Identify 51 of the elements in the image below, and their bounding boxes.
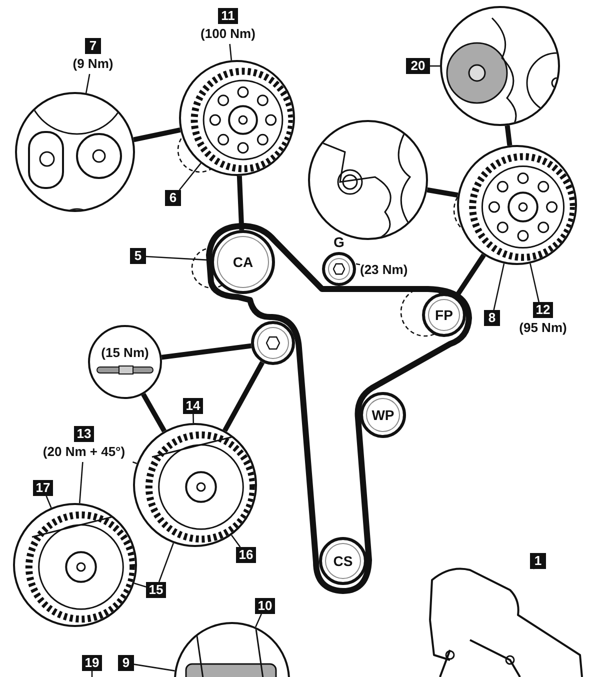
callout-number: 11 — [218, 8, 238, 24]
leader-line — [158, 542, 174, 582]
leader-line — [356, 263, 360, 266]
magnifier-link — [222, 361, 265, 432]
pulley: CS — [319, 537, 367, 585]
callout-number: 5 — [130, 248, 146, 264]
leader-line — [530, 263, 540, 302]
idler-pulley — [251, 321, 295, 365]
pulley-label: G — [334, 234, 344, 250]
callout-number: 8 — [484, 310, 500, 326]
leader-line — [85, 74, 90, 94]
callout-number: 6 — [165, 190, 181, 206]
leader-line — [132, 461, 138, 464]
leader-line — [230, 534, 241, 548]
pulley: FP — [422, 293, 466, 337]
torque-value: (23 Nm) — [360, 262, 422, 278]
torque-value: (95 Nm) — [519, 320, 567, 336]
callout-number: 19 — [82, 655, 102, 671]
callout-number: 9 — [118, 655, 134, 671]
leader-line — [134, 582, 146, 588]
torque-value: (100 Nm) — [200, 26, 256, 42]
callout-number: 12 — [532, 302, 554, 318]
pulley: WP — [360, 392, 406, 438]
leader-line — [78, 462, 84, 504]
magnifier-link — [133, 127, 181, 142]
torque-value: (15 Nm) — [101, 345, 149, 361]
leader-line — [134, 664, 175, 672]
callout-number: 7 — [85, 38, 101, 54]
leader-line — [46, 496, 52, 508]
leader-line — [192, 414, 194, 424]
callout-number: 13 — [74, 426, 94, 442]
callout-number: 17 — [33, 480, 53, 496]
callout-number: 16 — [236, 547, 256, 563]
callout-number: 15 — [146, 582, 166, 598]
callout-number: 10 — [255, 598, 275, 614]
callout-number: 20 — [406, 58, 430, 74]
magnifier-link — [236, 176, 244, 230]
leader-line — [255, 614, 262, 628]
leader-line — [430, 65, 440, 67]
magnifier-link — [426, 187, 458, 198]
magnifier-link — [161, 343, 252, 360]
leader-line — [493, 263, 505, 310]
torque-value: (20 Nm + 45°) — [42, 444, 126, 460]
leader-line — [178, 162, 202, 190]
torque-value: (9 Nm) — [72, 56, 114, 72]
callout-number: 14 — [183, 398, 203, 414]
leader-line — [229, 44, 232, 60]
magnifier-link — [141, 392, 166, 432]
pulley: CA — [211, 230, 275, 294]
magnifier-link — [504, 125, 512, 146]
callout-number: 1 — [530, 553, 546, 569]
